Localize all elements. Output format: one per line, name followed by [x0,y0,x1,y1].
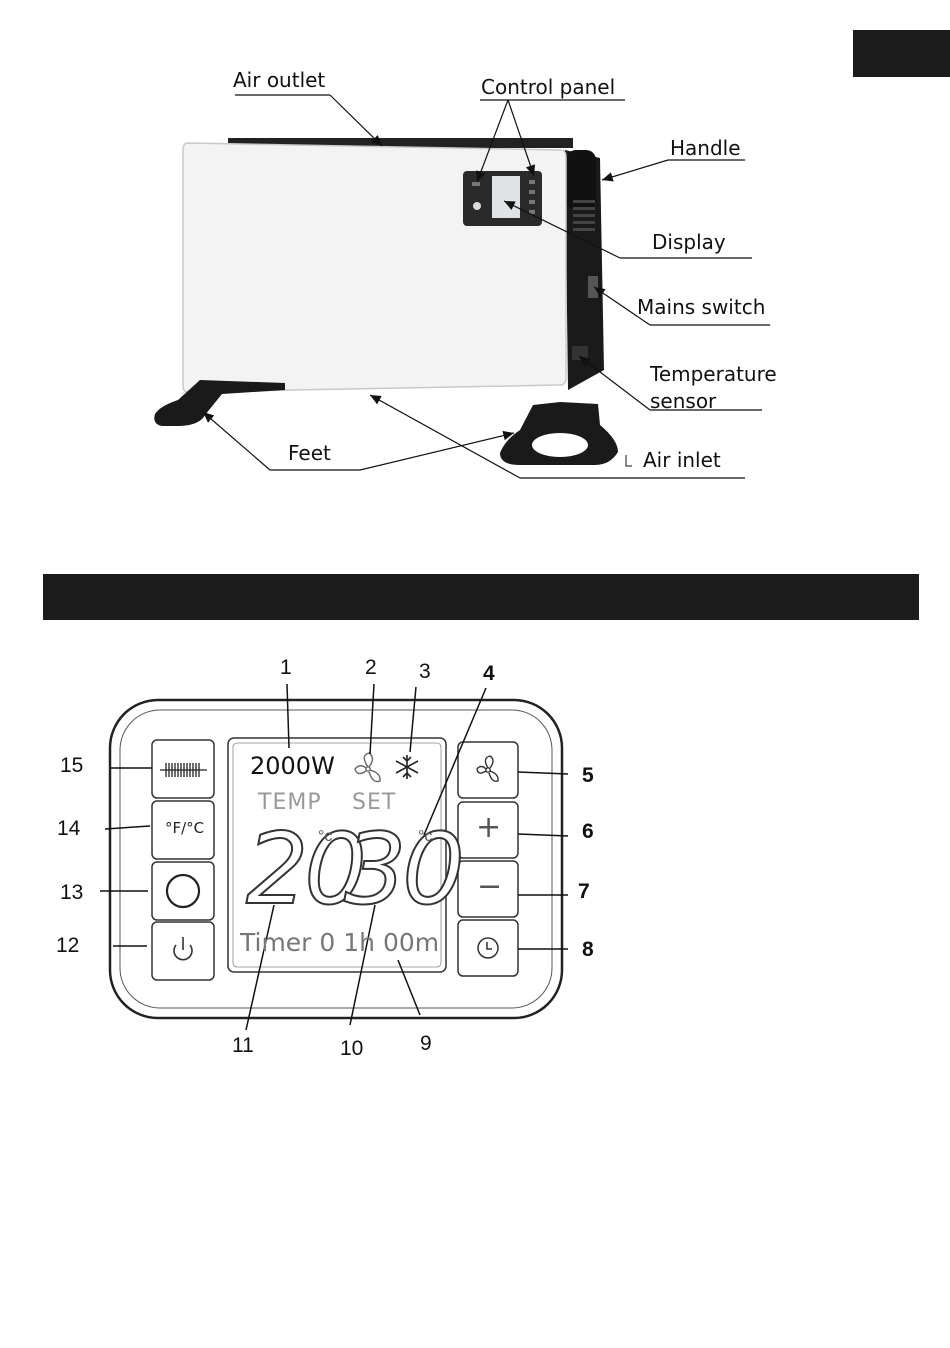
callout-13: 13 [60,881,83,905]
label-temperature-sensor-line1: Temperature [650,362,777,386]
return-mark-icon [626,455,632,466]
label-air-outlet: Air outlet [233,68,325,92]
callout-8: 8 [582,938,594,962]
mains-switch-icon [588,276,598,298]
lcd-temp-label: TEMP [258,790,322,815]
callout-5: 5 [582,764,594,788]
label-mains-switch: Mains switch [637,295,765,319]
callout-1: 1 [280,656,292,680]
callout-6: 6 [582,820,594,844]
label-air-inlet: Air inlet [643,448,721,472]
lcd-current-unit: °c [318,828,332,846]
label-handle: Handle [670,136,741,160]
label-feet: Feet [288,441,331,465]
lcd-timer: Timer 0 1h 00m [240,928,439,957]
plus-button-label[interactable]: + [476,810,501,845]
heater-illustration [0,0,950,560]
ring-icon [167,875,199,907]
label-temperature-sensor-line2: sensor [650,389,716,413]
left-buttons [152,740,214,980]
callout-11: 11 [232,1034,254,1058]
callout-4: 4 [483,662,495,686]
minus-button-label[interactable]: − [477,869,502,904]
callout-15: 15 [60,754,83,778]
label-control-panel: Control panel [481,75,615,99]
lcd-fan-icon [355,753,380,782]
callout-14: 14 [57,817,80,841]
right-buttons [458,742,518,976]
clock-icon [478,938,498,958]
label-display: Display [652,230,726,254]
temperature-sensor-icon [572,346,588,360]
callout-9: 9 [420,1032,432,1056]
lcd-set-label: SET [352,790,396,815]
lcd-snowflake-icon [396,755,418,779]
left-foot [154,380,285,426]
lcd-set-unit: °c [418,828,432,846]
callout-3: 3 [419,660,431,684]
unit-toggle-button-label[interactable]: °F/°C [165,819,204,837]
fan-icon [477,756,498,781]
callout-10: 10 [340,1037,363,1061]
lcd-set-temperature: 30 [344,815,461,925]
heater-element-icon [160,763,207,777]
power-icon [174,937,192,960]
heater-control-panel [463,171,542,226]
callout-7: 7 [578,880,590,904]
lcd-power-value: 2000W [250,752,335,780]
callout-2: 2 [365,656,377,680]
section-header-bar [43,574,919,620]
callout-12: 12 [56,934,79,958]
